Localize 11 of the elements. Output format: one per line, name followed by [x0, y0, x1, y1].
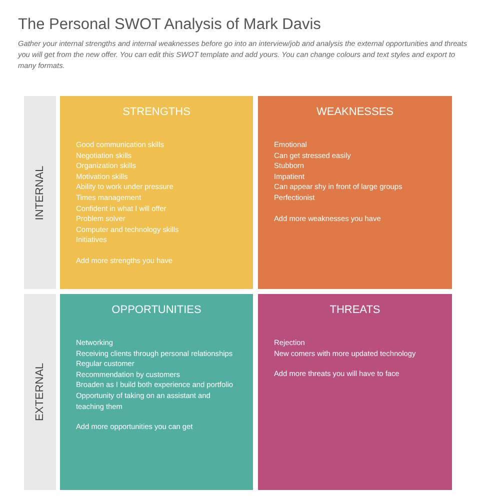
side-label: EXTERNAL: [34, 362, 46, 422]
quadrant-panel: [60, 294, 253, 490]
quadrant-panel: [258, 294, 452, 490]
side-label: INTERNAL: [34, 165, 46, 220]
title: The Personal SWOT Analysis of Mark Davis: [18, 16, 321, 34]
quadrant-heading: WEAKNESSES: [315, 106, 395, 118]
quadrant-panel: [60, 96, 253, 289]
quadrant-panel: [258, 96, 452, 289]
quadrant-heading: THREATS: [328, 304, 382, 316]
quadrant-heading: STRENGTHS: [122, 106, 192, 118]
quadrant-heading: OPPORTUNITIES: [110, 304, 202, 316]
